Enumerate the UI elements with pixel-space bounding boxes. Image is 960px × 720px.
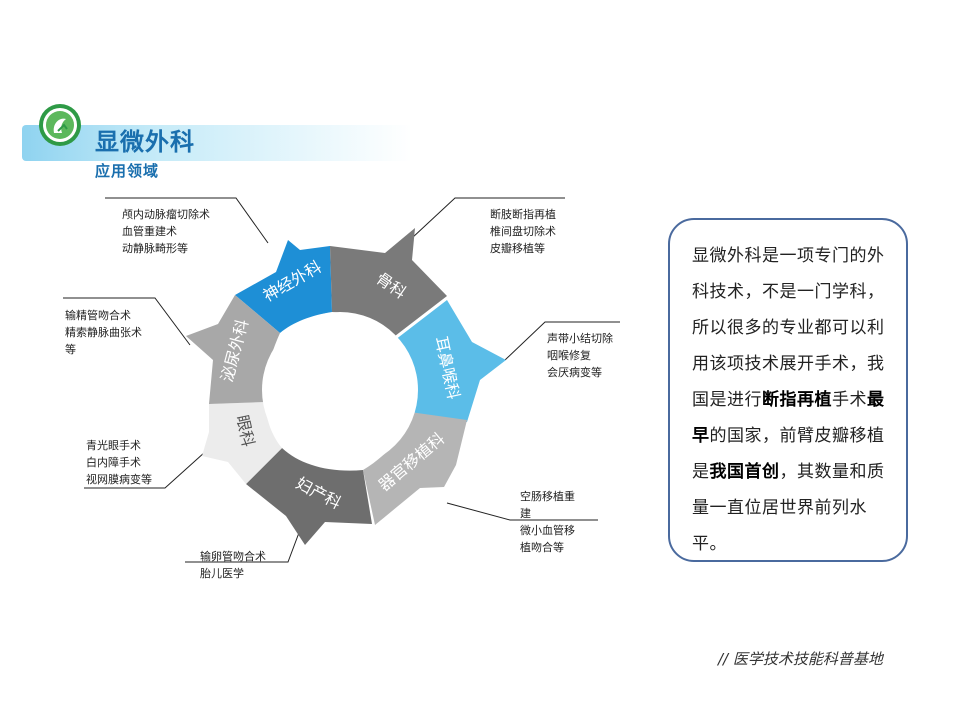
note-line: 空肠移植重 xyxy=(520,490,575,503)
segment-eye xyxy=(202,402,282,484)
note-line: 咽喉修复 xyxy=(547,349,591,362)
info-text: 显微外科是一项专门的外科技术，不是一门学科，所以很多的专业都可以利用该项技术展开… xyxy=(692,246,885,410)
info-text: 的国家，前臂皮瓣移植是 xyxy=(692,426,885,482)
info-paragraph: 显微外科是一项专门的外科技术，不是一门学科，所以很多的专业都可以利用该项技术展开… xyxy=(692,238,892,562)
note-line: 皮瓣移植等 xyxy=(490,242,545,255)
info-text: 手术 xyxy=(832,390,867,410)
note-line: 会厌病变等 xyxy=(547,366,602,379)
leader-neuro xyxy=(105,197,269,244)
leader-lines xyxy=(63,197,620,563)
info-highlight: 最早 xyxy=(692,390,885,446)
segment-uro xyxy=(186,295,280,404)
info-text: ，其数量和质量一直位居世界前列水平。 xyxy=(692,462,885,554)
segment-ent xyxy=(395,300,506,422)
segment-ortho xyxy=(330,228,447,336)
note-line: 白内障手术 xyxy=(86,456,141,469)
info-highlight: 断指再植 xyxy=(762,390,832,410)
segment-obgyn xyxy=(246,448,372,545)
note-uro: 输精管吻合术 精索静脉曲张术 等 xyxy=(65,307,142,358)
page-subtitle: 应用领域 xyxy=(95,162,160,180)
page-title: 显微外科 xyxy=(95,128,195,156)
note-line: 建 xyxy=(520,507,531,520)
note-obgyn: 输卵管吻合术 胎儿医学 xyxy=(200,548,266,582)
note-neuro: 颅内动脉瘤切除术 血管重建术 动静脉畸形等 xyxy=(122,206,210,257)
leader-obgyn xyxy=(185,529,301,563)
leader-eye xyxy=(84,451,206,489)
segment-transplant xyxy=(363,412,467,525)
note-line: 声带小结切除 xyxy=(547,332,613,345)
note-eye: 青光眼手术 白内障手术 视网膜病变等 xyxy=(86,437,152,488)
leader-uro xyxy=(63,297,191,346)
note-line: 精索静脉曲张术 xyxy=(65,326,142,339)
note-line: 动静脉畸形等 xyxy=(122,242,188,255)
note-transplant: 空肠移植重 建 微小血管移 植吻合等 xyxy=(520,488,575,556)
note-line: 颅内动脉瘤切除术 xyxy=(122,208,210,221)
header-band xyxy=(22,125,412,161)
note-line: 输精管吻合术 xyxy=(65,309,131,322)
logo xyxy=(39,104,81,146)
leader-ortho xyxy=(411,197,565,239)
note-line: 输卵管吻合术 xyxy=(200,550,266,563)
ring-center xyxy=(262,312,418,468)
note-line: 椎间盘切除术 xyxy=(490,225,556,238)
info-box: 显微外科是一项专门的外科技术，不是一门学科，所以很多的专业都可以利用该项技术展开… xyxy=(668,218,908,562)
note-line: 胎儿医学 xyxy=(200,567,244,580)
footer-caption: // 医学技术技能科普基地 xyxy=(718,650,883,668)
note-line: 断肢断指再植 xyxy=(490,208,556,221)
note-ortho: 断肢断指再植 椎间盘切除术 皮瓣移植等 xyxy=(490,206,556,257)
leader-ent xyxy=(504,321,620,361)
leader-transplant xyxy=(446,502,598,521)
note-line: 血管重建术 xyxy=(122,225,177,238)
info-highlight: 我国首创 xyxy=(709,462,780,482)
note-line: 植吻合等 xyxy=(520,541,564,554)
note-line: 视网膜病变等 xyxy=(86,473,152,486)
segment-neuro xyxy=(235,240,332,333)
note-ent: 声带小结切除 咽喉修复 会厌病变等 xyxy=(547,330,613,381)
note-line: 微小血管移 xyxy=(520,524,575,537)
note-line: 等 xyxy=(65,343,76,356)
note-line: 青光眼手术 xyxy=(86,439,141,452)
